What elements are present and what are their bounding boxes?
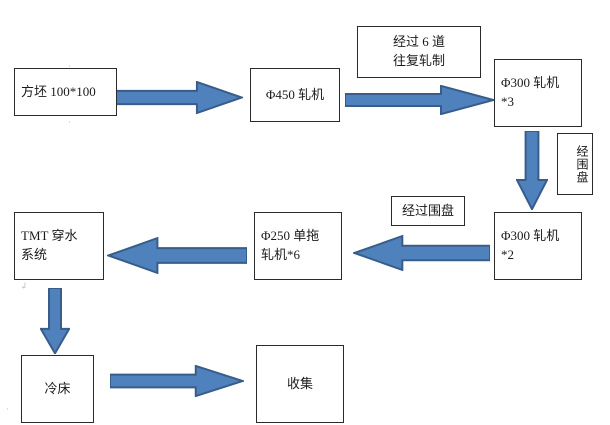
arrow-cooling-to-collect [110,365,244,397]
node-billet: 方坯 100*100 [14,68,117,116]
node-text-line: 经过围盘 [401,202,454,218]
node-text-line: Φ250 单拖 [261,228,320,244]
arrow-glyph-icon [353,235,490,271]
node-text-line: TMT 穿水 [21,228,78,244]
node-text-line: Φ450 轧机 [265,86,325,102]
node-text-line: 轧机*6 [261,247,301,262]
arrow-glyph-icon [115,81,243,114]
stray-mark-stray-top-left: · [68,61,71,71]
arrow-250-to-tmt [107,237,247,274]
node-mill300x3: Φ300 轧机 *3 [494,59,582,127]
arrow-450-to-300x3 [345,85,495,115]
node-text-line: 经围盘 [575,144,589,184]
node-mill250x6: Φ250 单拖轧机*6 [254,212,342,280]
node-text-line: Φ300 轧机 [501,228,560,244]
node-through-coil-note: 经过围盘 [391,196,465,226]
node-text-line: 经过 6 道 [392,34,445,50]
node-text-line: 冷床 [44,380,71,396]
node-coil-note-vertical: 经围盘 [557,133,593,195]
arrow-300x2-to-250 [353,235,490,271]
stray-mark-stray-tmt-below: ↲ [20,281,28,291]
arrow-glyph-icon [40,288,70,354]
node-cooling-bed: 冷床 [21,355,94,423]
node-text-line: 往复轧制 [392,53,445,68]
node-text-line: 系统 [21,247,48,262]
node-text-line: 方坯 100*100 [21,83,96,99]
node-text-line: Φ300 轧机 [501,75,560,91]
arrow-tmt-to-cooling-bed [40,288,70,354]
arrow-glyph-icon [516,131,548,210]
node-mill450: Φ450 轧机 [250,68,340,122]
arrow-300x3-to-300x2 [516,131,548,210]
node-text-line: 收集 [286,375,313,391]
node-collect: 收集 [256,345,344,423]
arrow-glyph-icon [107,237,247,274]
stray-mark-stray-bottom-left: · [6,404,9,414]
node-text-line: *3 [501,94,514,109]
node-six-pass-note: 经过 6 道往复轧制 [357,26,481,78]
node-mill300x2: Φ300 轧机 *2 [494,212,582,280]
stray-mark-stray-below-left: · [68,117,71,127]
arrow-glyph-icon [110,365,244,397]
arrow-billet-to-450 [115,81,243,114]
node-tmt: TMT 穿水系统 [14,212,104,280]
arrow-glyph-icon [345,85,495,115]
node-text-line: *2 [501,247,514,262]
